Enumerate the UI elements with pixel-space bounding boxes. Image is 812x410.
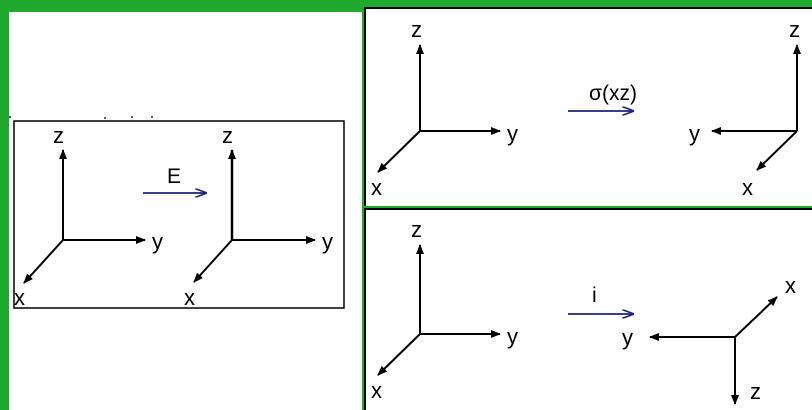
x-axis-label: x	[371, 378, 382, 403]
operator-label: σ(xz)	[589, 82, 637, 105]
inversion-panel	[364, 208, 812, 410]
reflection-panel	[364, 7, 812, 206]
inversion-after-axes: z y x	[622, 273, 796, 405]
x-axis-line	[734, 296, 778, 338]
identity-box	[13, 120, 345, 309]
z-axis-label: z	[411, 217, 422, 242]
reflection-after-axes: z y x	[689, 17, 801, 200]
identity-before-axes: z y x	[14, 123, 163, 310]
y-axis-label: y	[622, 325, 633, 350]
left-panel-background	[9, 12, 362, 410]
y-axis-label: y	[152, 229, 163, 254]
x-axis-label: x	[371, 175, 382, 200]
inversion-operator: i	[568, 284, 633, 314]
y-axis-label: y	[322, 229, 333, 254]
decorative-dots	[9, 116, 153, 119]
x-axis-label: x	[14, 285, 25, 310]
reflection-before-axes: z y x	[371, 17, 518, 200]
z-axis-label: z	[750, 379, 761, 404]
identity-after-axes: z y x	[184, 123, 333, 310]
x-axis-line	[377, 130, 421, 173]
x-axis-line	[23, 239, 64, 284]
x-axis-label: x	[742, 175, 753, 200]
y-axis-label: y	[507, 121, 518, 146]
y-axis-label: y	[507, 324, 518, 349]
inversion-before-axes: z y x	[371, 217, 518, 403]
reflection-operator: σ(xz)	[568, 82, 637, 111]
x-axis-line	[193, 239, 233, 283]
x-axis-line	[377, 333, 421, 376]
identity-operator: E	[143, 165, 206, 193]
x-axis-label: x	[184, 285, 195, 310]
x-axis-label: x	[785, 273, 796, 298]
z-axis-label: z	[789, 17, 800, 42]
x-axis-line	[756, 130, 798, 171]
z-axis-label: z	[53, 123, 64, 148]
z-axis-label: z	[411, 17, 422, 42]
operator-label: i	[592, 284, 597, 307]
y-axis-label: y	[689, 121, 700, 146]
z-axis-label: z	[222, 123, 233, 148]
operator-label: E	[167, 165, 181, 188]
